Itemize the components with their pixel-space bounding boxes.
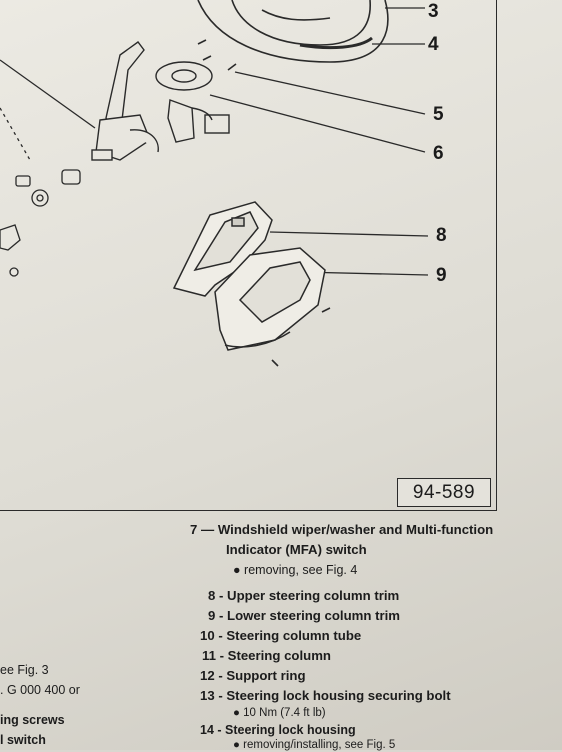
bullet-icon: ● bbox=[233, 739, 240, 751]
callout-3: 3 bbox=[428, 1, 439, 22]
screws bbox=[197, 39, 331, 367]
lower-column-trim bbox=[214, 247, 326, 351]
fragment-line-3: ing screws bbox=[0, 713, 65, 727]
steering-wheel bbox=[197, 0, 389, 63]
legend-item-11: 11 - Steering column bbox=[202, 648, 331, 663]
parts-legend: 7 — Windshield wiper/washer and Multi-fu… bbox=[190, 520, 562, 752]
legend-item-13-note: ● 10 Nm (7.4 ft lb) bbox=[190, 706, 562, 720]
legend-item-13-note-text: 10 Nm (7.4 ft lb) bbox=[243, 707, 326, 719]
legend-item-9: 9 - Lower steering column trim bbox=[208, 608, 400, 623]
fragment-line-2: . G 000 400 or bbox=[0, 683, 80, 697]
legend-item-13: 13 - Steering lock housing securing bolt bbox=[200, 688, 451, 703]
callout-9: 9 bbox=[436, 265, 447, 286]
leader-lines bbox=[209, 7, 429, 276]
legend-item-8: 8 - Upper steering column trim bbox=[208, 588, 400, 603]
figure-number-box: 94-589 bbox=[397, 478, 491, 507]
legend-item-12: 12 - Support ring bbox=[200, 668, 306, 683]
previous-column-fragment: ee Fig. 3 . G 000 400 or ing screws l sw… bbox=[0, 660, 80, 750]
legend-item-14-note: ● removing/installing, see Fig. 5 bbox=[190, 738, 562, 752]
fragment-line-1: ee Fig. 3 bbox=[0, 663, 49, 677]
callout-8: 8 bbox=[436, 225, 447, 246]
column-hardware bbox=[0, 59, 96, 277]
legend-item-7-title: 7 — Windshield wiper/washer and Multi-fu… bbox=[190, 522, 494, 537]
wiper-switch-assembly bbox=[91, 41, 159, 161]
exploded-parts-diagram bbox=[0, 0, 429, 367]
fragment-line-4: l switch bbox=[0, 733, 46, 747]
upper-column-trim bbox=[172, 201, 273, 297]
callout-6: 6 bbox=[433, 143, 444, 164]
bullet-icon: ● bbox=[233, 563, 241, 577]
callout-5: 5 bbox=[433, 104, 444, 125]
mfa-switch bbox=[155, 61, 230, 143]
legend-item-7-title-cont: Indicator (MFA) switch bbox=[226, 542, 367, 557]
legend-item-10: 10 - Steering column tube bbox=[200, 628, 362, 643]
bullet-icon: ● bbox=[233, 707, 240, 719]
callout-4: 4 bbox=[428, 34, 439, 55]
legend-item-7-note-text: removing, see Fig. 4 bbox=[244, 563, 358, 577]
legend-item-14-note-text: removing/installing, see Fig. 5 bbox=[243, 739, 396, 751]
legend-item-7: 7 — Windshield wiper/washer and Multi-fu… bbox=[190, 520, 562, 540]
legend-item-7-note: ● removing, see Fig. 4 bbox=[190, 560, 562, 580]
legend-item-7-cont: Indicator (MFA) switch bbox=[190, 540, 562, 560]
figure-frame bbox=[0, 0, 497, 511]
legend-item-14: 14 - Steering lock housing bbox=[200, 723, 356, 737]
